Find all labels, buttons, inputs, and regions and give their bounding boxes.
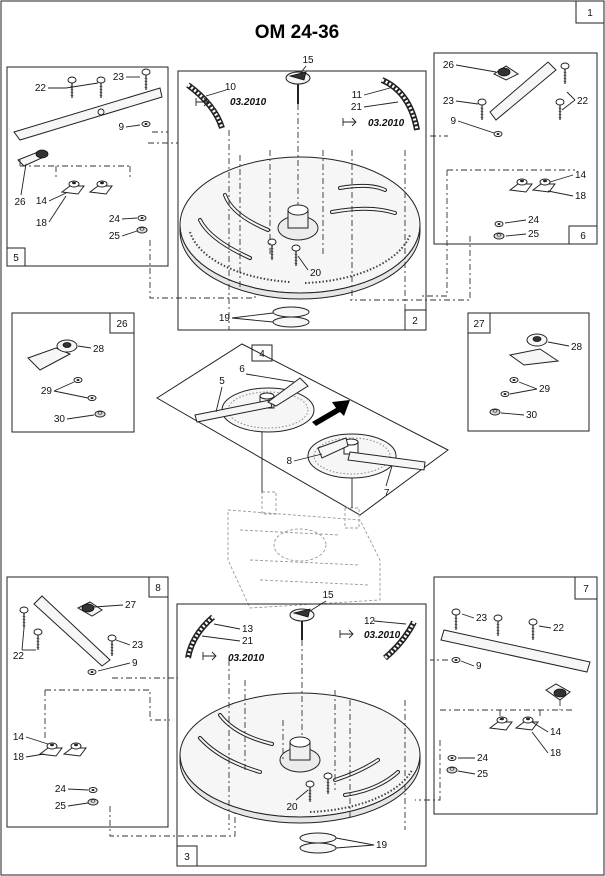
group-2: 2 15 10	[148, 55, 448, 331]
page-title: OM 24-36	[255, 22, 339, 43]
callout-c8-22: 22	[13, 651, 25, 662]
callout-c26-30: 30	[54, 414, 66, 425]
callout-c8-27: 27	[125, 600, 137, 611]
callout-c5-23: 23	[113, 72, 125, 83]
callout-g3: 3	[184, 852, 190, 863]
group-8: 8 27 22 23 9 14 18 24 25	[6, 576, 236, 837]
callout-c4-5: 5	[219, 376, 225, 387]
callout-c27-30: 30	[526, 410, 538, 421]
callout-c7-24: 24	[477, 753, 489, 764]
callout-c27-29: 29	[539, 384, 551, 395]
callout-c4-8: 8	[286, 456, 292, 467]
group-26: 26 28 29 30	[11, 312, 135, 433]
callout-c6-14: 14	[575, 170, 587, 181]
group-5: 5 22 23 9 26 14 18 24 25	[6, 66, 256, 299]
callout-c26-28: 28	[93, 344, 105, 355]
callout-d-tl: 03.2010	[230, 97, 267, 108]
callout-c7-18: 18	[550, 748, 562, 759]
callout-c6-26: 26	[443, 60, 455, 71]
callout-c3-21: 21	[242, 636, 254, 647]
callout-c7-9: 9	[476, 661, 482, 672]
callout-c6-25: 25	[528, 229, 540, 240]
callout-c6-18: 18	[575, 191, 587, 202]
callout-c4-6: 6	[239, 364, 245, 375]
callout-c2-11: 11	[352, 90, 363, 101]
callout-c8-25: 25	[55, 801, 67, 812]
callout-c5-22: 22	[35, 83, 47, 94]
callout-c6-22: 22	[577, 96, 589, 107]
callout-c5-14: 14	[36, 196, 48, 207]
group-6: 6 26 22 23 9 14 18 24 25	[350, 52, 598, 301]
callout-c3-15: 15	[322, 590, 334, 601]
callout-c2-21: 21	[351, 102, 363, 113]
callout-g6: 6	[580, 231, 586, 242]
callout-d-br: 03.2010	[364, 630, 401, 641]
callout-c8-18: 18	[13, 752, 25, 763]
callout-c8-14: 14	[13, 732, 25, 743]
callout-g26: 26	[116, 319, 128, 330]
callout-c5-25: 25	[109, 231, 121, 242]
callout-c2-20: 20	[310, 268, 322, 279]
callout-c8-9: 9	[132, 658, 138, 669]
callout-d-bl: 03.2010	[228, 653, 265, 664]
group-3: 3 15 13 21 03.2010 12	[176, 590, 427, 867]
callout-c3-20: 20	[286, 802, 298, 813]
group-7: 7 23 22 9 14 18 24 25	[415, 576, 598, 815]
callout-g2: 2	[412, 316, 418, 327]
callout-c8-23: 23	[132, 640, 144, 651]
callout-c5-26: 26	[14, 197, 26, 208]
callout-c3-13: 13	[242, 624, 254, 635]
callout-g27: 27	[473, 319, 485, 330]
callout-g7: 7	[583, 584, 589, 595]
callout-c2-15: 15	[302, 55, 314, 66]
callout-g8: 8	[155, 583, 161, 594]
callout-c26-29: 29	[41, 386, 53, 397]
page-number-box	[575, 0, 605, 24]
callout-c27-28: 28	[571, 342, 583, 353]
callout-d-tr: 03.2010	[368, 118, 405, 129]
callout-c6-9: 9	[450, 116, 456, 127]
callout-c7-23: 23	[476, 613, 488, 624]
page-number: 1	[587, 8, 593, 19]
callout-c2-10: 10	[225, 82, 237, 93]
group-27: 27 28 29 30	[467, 312, 590, 432]
callout-c3-19: 19	[376, 840, 388, 851]
callout-c3-12: 12	[364, 616, 376, 627]
callout-g4: 4	[259, 349, 265, 360]
callout-c4-7: 7	[384, 488, 390, 499]
group-4: 4 5 6 8 7	[156, 343, 449, 609]
callout-c8-24: 24	[55, 784, 67, 795]
callout-c6-23: 23	[443, 96, 455, 107]
callout-c7-22: 22	[553, 623, 565, 634]
callout-c6-24: 24	[528, 215, 540, 226]
arrow-icon	[312, 400, 350, 426]
callout-c5-18: 18	[36, 218, 48, 229]
callout-c2-19: 19	[219, 313, 231, 324]
callout-c7-25: 25	[477, 769, 489, 780]
callout-c5-24: 24	[109, 214, 121, 225]
callout-g5: 5	[13, 253, 19, 264]
callout-c5-9: 9	[118, 122, 124, 133]
callout-c7-14: 14	[550, 727, 562, 738]
